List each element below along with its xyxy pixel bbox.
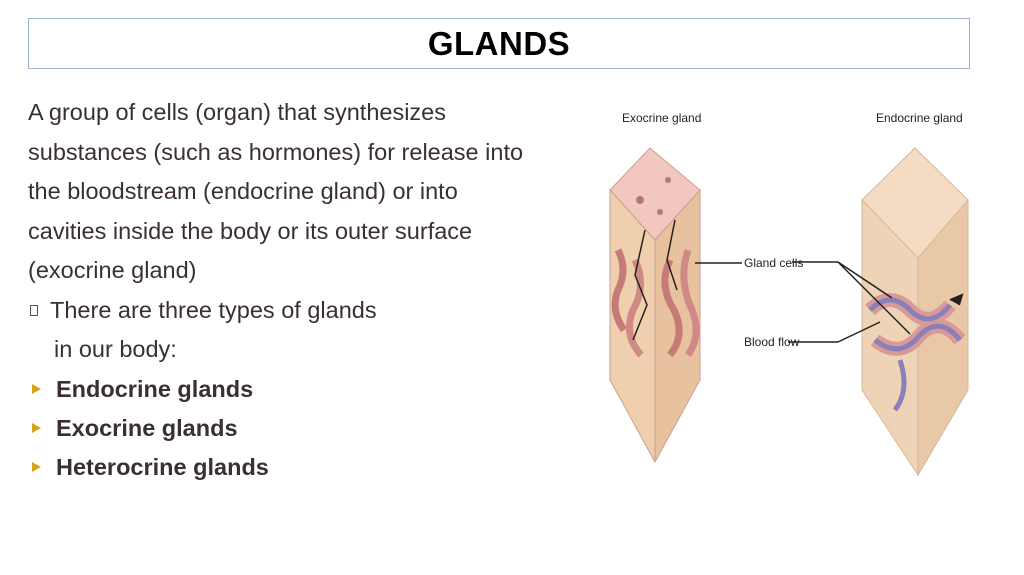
gland-types-list: Endocrine glands Exocrine glands Heteroc… <box>28 370 528 487</box>
body-text: A group of cells (organ) that synthesize… <box>28 93 528 487</box>
bullet-box-icon <box>30 304 38 316</box>
leader-lines <box>695 261 911 343</box>
list-item-label: Exocrine glands <box>56 414 238 441</box>
arrow-bullet-icon <box>32 422 41 433</box>
list-item-label: Heterocrine glands <box>56 453 269 480</box>
list-item-label: Endocrine glands <box>56 375 254 402</box>
types-intro-line1: There are three types of glands <box>50 296 377 323</box>
list-item: Endocrine glands <box>28 370 528 409</box>
endocrine-gland-label: Endocrine gland <box>876 111 963 125</box>
types-intro-line2: in our body: <box>54 336 177 362</box>
types-intro: There are three types of glands <box>28 291 528 331</box>
definition-paragraph: A group of cells (organ) that synthesize… <box>28 99 524 283</box>
list-item: Heterocrine glands <box>28 448 528 487</box>
blood-flow-label: Blood flow <box>744 335 800 349</box>
exocrine-gland-label: Exocrine gland <box>622 111 701 125</box>
arrow-bullet-icon <box>32 383 41 394</box>
arrow-bullet-icon <box>32 461 41 472</box>
title-box: GLANDS <box>28 18 970 69</box>
slide-title: GLANDS <box>427 24 571 62</box>
types-intro-cont: in our body: <box>28 330 528 370</box>
gland-diagram: Exocrine gland Endocrine gland Gland cel… <box>609 111 969 477</box>
endocrine-block <box>861 147 969 477</box>
exocrine-block <box>609 147 701 463</box>
gland-cells-label: Gland cells <box>744 256 803 270</box>
list-item: Exocrine glands <box>28 409 528 448</box>
gland-illustration: Exocrine gland Endocrine gland Gland cel… <box>600 90 980 490</box>
